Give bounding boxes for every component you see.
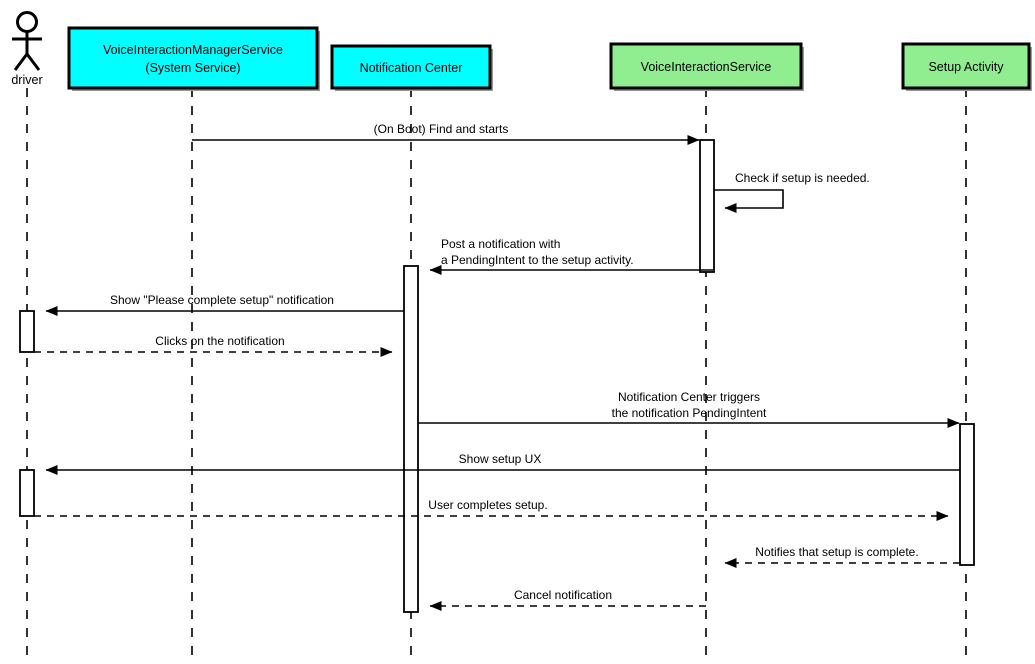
participant-label-vims-line1: VoiceInteractionManagerService [103,43,283,57]
activation-bars-group [19,139,975,613]
participant-notification-center[interactable]: Notification Center [330,44,493,91]
message-label: (On Boot) Find and starts [374,122,509,136]
message-label-line1: Post a notification with [441,237,560,251]
participant-label-setup-activity: Setup Activity [928,60,1004,74]
participant-label-notification-center: Notification Center [360,61,463,75]
participant-box-vims [67,26,319,90]
participant-setup-activity[interactable]: Setup Activity [901,42,1032,91]
message-self-loop-path [714,189,784,213]
message-user-completes-setup[interactable]: User completes setup. [34,498,949,521]
message-show-please-complete-setup-notification[interactable]: Show "Please complete setup" notificatio… [45,293,404,316]
message-cancel-notification[interactable]: Cancel notification [429,588,706,611]
message-label: Show "Please complete setup" notificatio… [110,293,334,307]
message-label: Check if setup is needed. [735,171,870,185]
message-label: Show setup UX [459,452,542,466]
participant-driver[interactable]: driver [11,11,43,88]
message-clicks-on-the-notification[interactable]: Clicks on the notification [34,334,393,357]
message-label: Cancel notification [514,588,612,602]
message-label-line2: a PendingIntent to the setup activity. [441,253,634,267]
actor-label-driver: driver [11,73,42,87]
activation-bar-setup-activity [959,423,975,566]
message-label-line1: Notification Center triggers [618,390,760,404]
message-notifies-that-setup-is-complete[interactable]: Notifies that setup is complete. [724,545,960,568]
actor-leg-right-icon [25,53,41,71]
message-post-a-notification[interactable]: Post a notification with a PendingIntent… [429,237,713,275]
message-check-if-setup-is-needed[interactable]: Check if setup is needed. [714,171,870,213]
participant-box-notification-center [330,44,492,90]
message-notification-center-triggers-pendingintent[interactable]: Notification Center triggers the notific… [418,390,960,428]
message-label-line2: the notification PendingIntent [612,406,767,420]
actor-leg-left-icon [13,53,29,71]
participant-label-vis: VoiceInteractionService [641,60,772,74]
activation-bar-driver-2 [19,469,35,517]
participant-box-setup-activity [901,42,1031,90]
message-label: Notifies that setup is complete. [755,545,918,559]
participant-vims[interactable]: VoiceInteractionManagerService (System S… [67,26,320,91]
participant-voiceinteractionservice[interactable]: VoiceInteractionService [609,42,804,91]
activation-bar-notification-center [403,265,419,613]
participant-box-vis [609,42,803,90]
activation-bar-driver-1 [19,310,35,353]
activation-bar-voiceinteractionservice [699,139,715,273]
message-on-boot-find-and-starts[interactable]: (On Boot) Find and starts [192,122,700,145]
participant-label-vims-line2: (System Service) [145,61,240,75]
actor-head-icon [16,11,38,33]
message-label: Clicks on the notification [155,334,284,348]
message-show-setup-ux[interactable]: Show setup UX [45,452,960,475]
message-label: User completes setup. [428,498,547,512]
